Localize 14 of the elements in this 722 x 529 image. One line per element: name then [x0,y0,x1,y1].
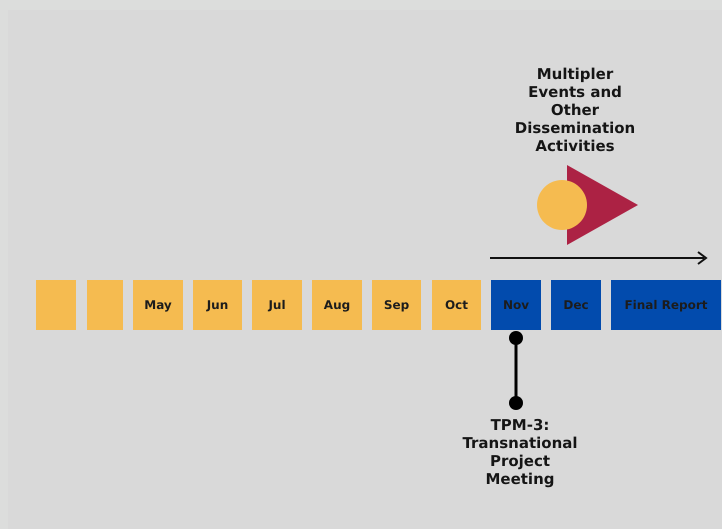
month-box [87,280,123,330]
month-box: May [133,280,183,330]
month-box: Sep [372,280,421,330]
connector-line [509,331,523,410]
event-label: Multipler Events and Other Dissemination Activities [514,65,636,155]
milestone-label: TPM-3: Transnational Project Meeting [455,416,585,488]
month-box [36,280,76,330]
month-box: Dec [551,280,601,330]
month-box: Aug [312,280,362,330]
month-box: Nov [491,280,541,330]
month-box: Jul [252,280,302,330]
month-box: Oct [432,280,481,330]
month-box: Final Report [611,280,721,330]
month-box: Jun [193,280,242,330]
